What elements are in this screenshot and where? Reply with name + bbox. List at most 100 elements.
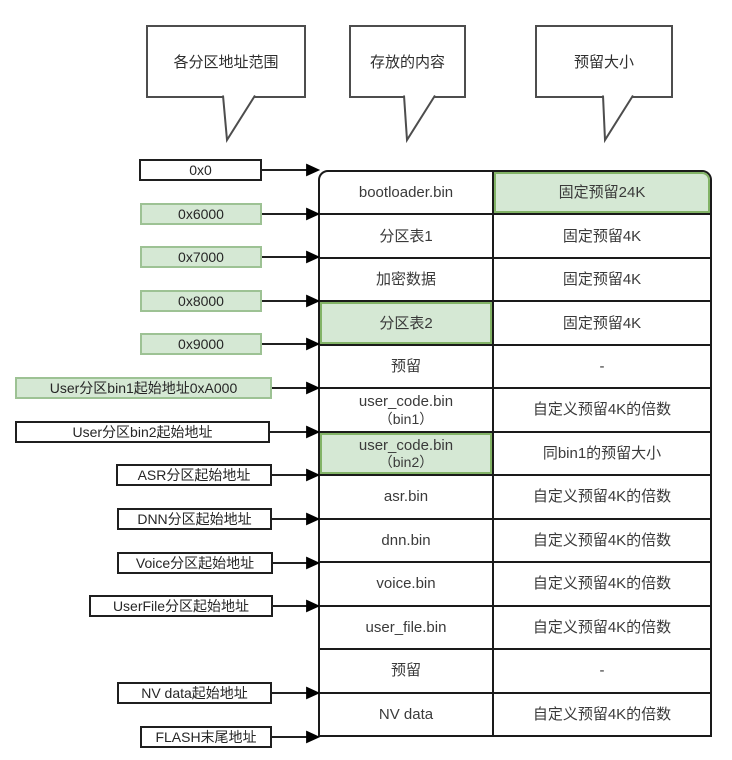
- content-text: asr.bin: [383, 488, 429, 506]
- arrowhead-icon: [306, 337, 321, 351]
- address-label-text: Voice分区起始地址: [135, 555, 255, 571]
- address-label-text: UserFile分区起始地址: [112, 598, 250, 614]
- table-row: NV data 自定义预留4K的倍数: [320, 691, 710, 736]
- address-label-text: 0x7000: [178, 249, 224, 265]
- callout-tail: [222, 94, 256, 144]
- size-text: 同bin1的预留大小: [542, 444, 662, 462]
- size-cell: 固定预留24K: [494, 172, 710, 214]
- arrowhead-icon: [306, 381, 321, 395]
- arrowhead-icon: [306, 686, 321, 700]
- table-row: 预留 -: [320, 648, 710, 692]
- content-subtext: （bin2）: [378, 454, 434, 471]
- size-cell: -: [494, 650, 710, 691]
- content-cell: voice.bin: [320, 563, 494, 605]
- address-label-text: User分区bin1起始地址0xA000: [49, 380, 238, 396]
- arrowhead-icon: [306, 512, 321, 526]
- content-cell: 加密数据: [320, 258, 494, 301]
- size-text: 固定预留4K: [562, 271, 642, 289]
- content-text: 分区表2: [379, 314, 433, 332]
- content-text: NV data: [378, 705, 434, 723]
- table-row: bootloader.bin 固定预留24K: [320, 172, 710, 214]
- size-text: 固定预留24K: [558, 184, 646, 202]
- table-row: 分区表1 固定预留4K: [320, 213, 710, 257]
- callout-tail: [403, 94, 436, 144]
- content-text: 分区表1: [379, 227, 433, 245]
- size-text: 固定预留4K: [562, 314, 642, 332]
- callout-address-range-label: 各分区地址范围: [173, 54, 279, 71]
- size-cell: -: [494, 346, 710, 387]
- address-label-user-bin1: User分区bin1起始地址0xA000: [15, 377, 272, 399]
- size-cell: 同bin1的预留大小: [494, 433, 710, 474]
- table-row: voice.bin 自定义预留4K的倍数: [320, 561, 710, 605]
- size-text: 自定义预留4K的倍数: [532, 531, 672, 549]
- address-label-text: 0x6000: [178, 206, 224, 222]
- table-row: dnn.bin 自定义预留4K的倍数: [320, 517, 710, 562]
- size-text: 自定义预留4K的倍数: [532, 401, 672, 419]
- size-cell: 自定义预留4K的倍数: [494, 694, 710, 735]
- size-cell: 固定预留4K: [494, 215, 710, 256]
- size-text: 固定预留4K: [562, 227, 642, 245]
- arrowhead-icon: [306, 294, 321, 308]
- address-label-user-bin2: User分区bin2起始地址: [15, 421, 270, 443]
- address-label-0x8000: 0x8000: [140, 290, 262, 312]
- callout-reserved-size-label: 预留大小: [573, 54, 634, 71]
- size-text: -: [599, 662, 605, 680]
- address-label-0x6000: 0x6000: [140, 203, 262, 225]
- content-text: user_file.bin: [365, 618, 447, 636]
- content-text: 加密数据: [375, 271, 436, 289]
- size-text: -: [599, 357, 605, 375]
- arrowhead-icon: [306, 599, 321, 613]
- content-cell: user_code.bin（bin2）: [320, 432, 494, 475]
- content-cell: 预留: [320, 345, 494, 388]
- content-cell: asr.bin: [320, 476, 494, 518]
- size-cell: 自定义预留4K的倍数: [494, 476, 710, 517]
- arrowhead-icon: [306, 468, 321, 482]
- content-cell: 分区表2: [320, 302, 494, 344]
- address-label-text: NV data起始地址: [141, 685, 248, 701]
- address-label-voice: Voice分区起始地址: [117, 552, 273, 574]
- table-row: user_code.bin（bin1） 自定义预留4K的倍数: [320, 387, 710, 431]
- address-label-text: FLASH末尾地址: [155, 729, 257, 745]
- content-cell: 预留: [320, 650, 494, 692]
- address-label-text: DNN分区起始地址: [137, 511, 252, 527]
- table-row: user_file.bin 自定义预留4K的倍数: [320, 604, 710, 649]
- table-row: asr.bin 自定义预留4K的倍数: [320, 474, 710, 518]
- content-text: user_code.bin: [358, 436, 454, 454]
- size-text: 自定义预留4K的倍数: [532, 488, 672, 506]
- content-text: voice.bin: [376, 575, 436, 593]
- partition-table: bootloader.bin 固定预留24K 分区表1 固定预留4K 加密数据 …: [318, 170, 712, 737]
- table-row: 加密数据 固定预留4K: [320, 256, 710, 301]
- callout-reserved-size: 预留大小: [535, 25, 673, 98]
- table-row: 分区表2 固定预留4K: [320, 300, 710, 344]
- table-row: user_code.bin（bin2） 同bin1的预留大小: [320, 430, 710, 475]
- content-cell: bootloader.bin: [320, 172, 494, 214]
- content-text: 预留: [390, 662, 421, 680]
- size-cell: 自定义预留4K的倍数: [494, 607, 710, 648]
- size-cell: 自定义预留4K的倍数: [494, 520, 710, 561]
- address-label-text: 0x8000: [178, 293, 224, 309]
- content-cell: user_file.bin: [320, 606, 494, 649]
- address-label-text: 0x9000: [178, 336, 224, 352]
- address-label-text: ASR分区起始地址: [137, 467, 251, 483]
- address-label-0x9000: 0x9000: [140, 333, 262, 355]
- content-text: 预留: [390, 357, 421, 375]
- address-label-text: User分区bin2起始地址: [72, 424, 213, 440]
- size-cell: 自定义预留4K的倍数: [494, 563, 710, 604]
- content-cell: dnn.bin: [320, 519, 494, 562]
- content-cell: NV data: [320, 693, 494, 736]
- address-arrows: [262, 163, 321, 744]
- arrowhead-icon: [306, 425, 321, 439]
- content-cell: user_code.bin（bin1）: [320, 389, 494, 431]
- table-row: 预留 -: [320, 343, 710, 388]
- address-label-asr: ASR分区起始地址: [116, 464, 272, 486]
- arrowhead-icon: [306, 207, 321, 221]
- arrowhead-icon: [306, 250, 321, 264]
- address-label-nvdata: NV data起始地址: [117, 682, 272, 704]
- content-text: bootloader.bin: [358, 184, 454, 202]
- address-label-0x0: 0x0: [139, 159, 262, 181]
- arrowhead-icon: [306, 163, 321, 177]
- size-text: 自定义预留4K的倍数: [532, 618, 672, 636]
- content-subtext: （bin1）: [378, 410, 434, 427]
- address-label-0x7000: 0x7000: [140, 246, 262, 268]
